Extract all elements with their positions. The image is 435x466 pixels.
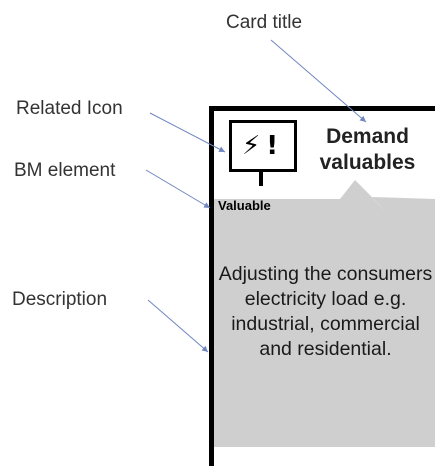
lightning-warning-icon: ⚡! — [229, 120, 297, 172]
leader-lines — [145, 39, 367, 353]
callout-bm-element: BM element — [14, 160, 116, 181]
leader-card-title — [270, 39, 367, 123]
card-description: Adjusting the consumers electricity load… — [218, 263, 433, 360]
callout-related-icon: Related Icon — [16, 98, 123, 119]
callout-description: Description — [12, 289, 108, 310]
leader-description — [147, 299, 209, 353]
card-frame — [209, 106, 435, 466]
icon-stand — [259, 172, 263, 186]
card-title: Demand valuables — [319, 125, 416, 174]
bm-element-label: Valuable — [218, 198, 271, 213]
leader-related-icon — [149, 112, 226, 153]
leader-bm-element — [145, 169, 211, 209]
callout-card-title: Card title — [226, 12, 303, 33]
description-box — [213, 180, 435, 447]
